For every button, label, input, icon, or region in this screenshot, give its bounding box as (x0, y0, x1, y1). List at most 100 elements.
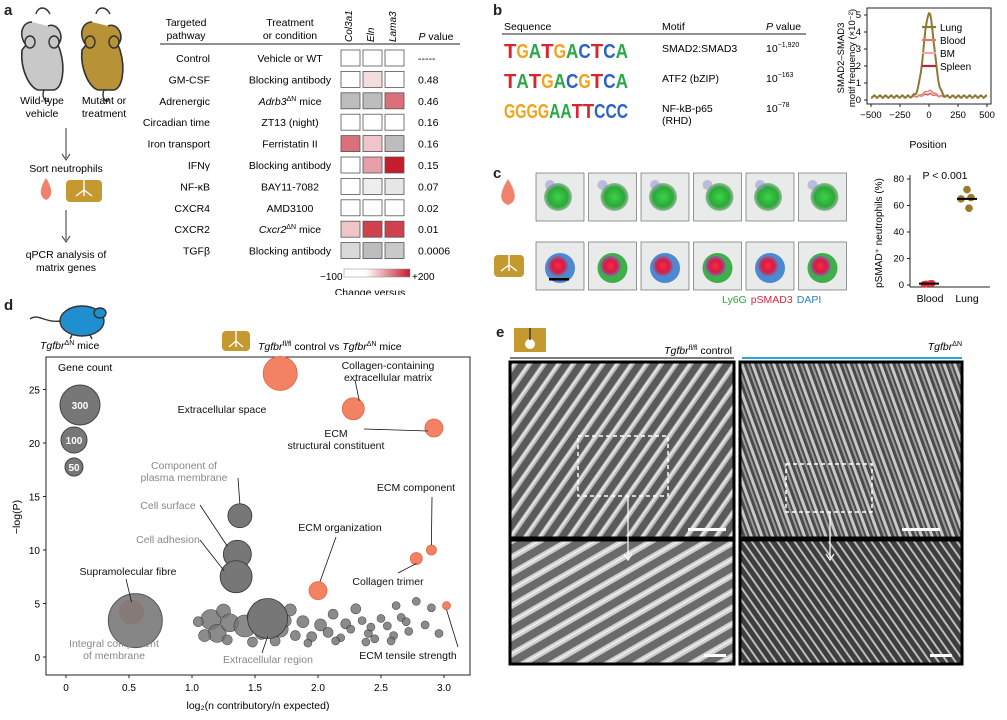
leader-line (397, 563, 417, 574)
term-point (409, 552, 423, 565)
c-ylabel: pSMAD⁺ neutrophils (%) (874, 178, 885, 288)
b-ytick: 5 (856, 10, 861, 21)
heatmap-cell (384, 113, 405, 131)
blood-neutrophil-image (588, 172, 637, 222)
lung-point (965, 204, 973, 212)
row-pathway: IFNγ (188, 160, 211, 172)
term-point (107, 593, 163, 649)
lung-point (963, 185, 971, 194)
heatmap-cell (384, 92, 405, 110)
d-gene-count: Gene count (58, 362, 112, 374)
term-point (227, 503, 253, 529)
bg-term-point (376, 614, 386, 623)
row-pathway: Circadian time (143, 117, 210, 129)
motif-letter: G (554, 41, 566, 63)
labeled-term: Extracellular region (223, 598, 313, 666)
c-ytick: 60 (893, 201, 904, 212)
lung-neutrophil-image (798, 241, 847, 291)
legend-label: Blood (940, 36, 966, 47)
leader-line (199, 504, 228, 547)
heatmap-cell (340, 220, 361, 238)
heatmap-cell (384, 220, 405, 238)
term-label: ECM component (377, 482, 455, 494)
bg-term-point (366, 622, 376, 632)
row-pvalue: 0.16 (418, 117, 439, 129)
heatmap-cell (340, 156, 361, 174)
d-plot-frame (45, 356, 471, 676)
sem-control-low (508, 360, 736, 540)
legend-label: Spleen (940, 62, 971, 73)
heatmap-cell (384, 135, 405, 153)
b-xtick: 250 (950, 110, 966, 121)
heatmap-cell (362, 49, 383, 67)
hdr-pvalue: P value (418, 31, 453, 43)
d-xtick: 2.5 (374, 683, 388, 694)
bg-term-point (247, 636, 258, 648)
motif-letter: C (617, 101, 628, 123)
motif-letter: A (560, 101, 571, 123)
bg-term-point (221, 634, 233, 646)
labeled-term: Collagen trimer (352, 552, 424, 588)
heatmap-cell (340, 49, 361, 67)
row-treatment: Adrb3ΔN mice (258, 96, 322, 108)
motif-letter: T (583, 101, 594, 123)
b-xtick: 500 (979, 110, 995, 121)
motif-letter: G (541, 71, 553, 93)
scale-label: Change versuscontrol (%) (335, 287, 406, 295)
row-pathway: Control (176, 53, 210, 65)
motif-letter: C (578, 41, 590, 63)
term-point (308, 581, 328, 601)
lung-neutrophil-image (745, 241, 795, 291)
leader-line (363, 428, 428, 432)
motif-letter: A (616, 41, 628, 63)
panel-b-label: b (493, 2, 503, 19)
gene-header: Eln (366, 27, 377, 42)
term-label: Collagen trimer (352, 576, 424, 588)
motif-letter: T (591, 71, 603, 93)
term-point (341, 397, 365, 421)
d-xtick: 1.5 (248, 683, 262, 694)
b-ytick: 3 (856, 44, 861, 55)
row-pvalue: 0.07 (418, 181, 439, 193)
motif-letter: A (529, 41, 541, 63)
term-label: Extracellular space (178, 404, 267, 416)
hdr-sequence: Sequence (504, 21, 551, 33)
lung-neutrophil-image (535, 241, 585, 291)
motif-letter: G (516, 41, 528, 63)
d-ytick: 20 (29, 439, 41, 450)
tgfbr-mouse-icon (29, 305, 107, 340)
leader-line (431, 496, 433, 546)
heatmap-cell (362, 71, 383, 88)
d-xlabel: log₂(n contributory/n expected) (187, 700, 330, 712)
motif-letter: C (605, 101, 616, 123)
heatmap-cell (384, 177, 405, 195)
row-treatment: Ferristatin II (262, 139, 317, 151)
motif-letter: A (566, 41, 578, 63)
row-pvalue: 0.01 (418, 224, 439, 236)
hdr-bp: P value (766, 21, 801, 33)
blood-neutrophil-image (535, 172, 585, 222)
leader-line (354, 379, 360, 401)
lung-neutrophil-image (693, 241, 742, 291)
bg-term-point (434, 629, 444, 638)
bg-term-point (290, 630, 301, 641)
bg-term-point (361, 637, 371, 647)
bg-term-point (346, 624, 356, 634)
c-ytick: 0 (899, 280, 904, 291)
lung-icon-d (222, 331, 250, 351)
bg-term-point (370, 634, 380, 644)
motif-letter: T (572, 101, 583, 123)
row-treatment: Blocking antibody (249, 160, 332, 172)
bg-term-point (404, 627, 414, 636)
sem-dn-high (738, 538, 964, 666)
term-label: Cell adhesion (136, 534, 200, 546)
motif-name: ATF2 (bZIP) (662, 73, 719, 85)
labeled-term: Extracellular space (178, 356, 298, 416)
